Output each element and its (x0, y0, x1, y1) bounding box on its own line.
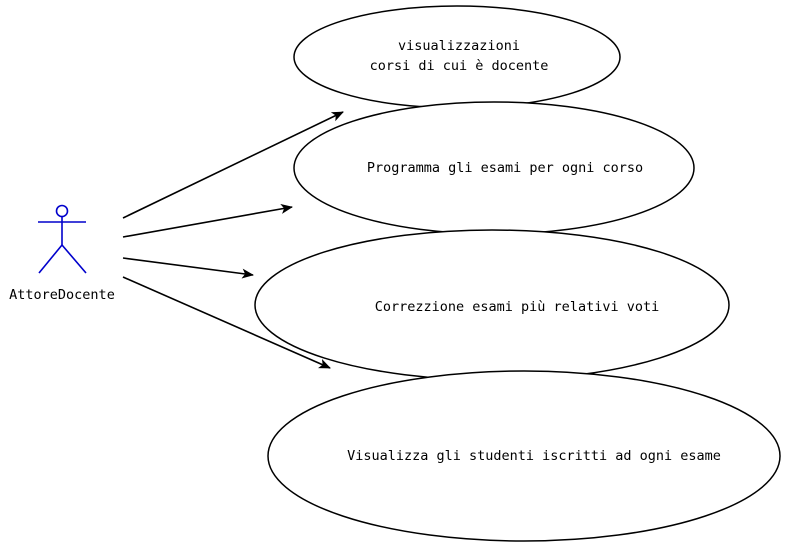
use-case-visualizza-studenti[interactable]: Visualizza gli studenti iscritti ad ogni… (267, 370, 781, 542)
actor-right-leg (61, 244, 87, 274)
association-arrow (122, 203, 293, 238)
use-case-label: Visualizza gli studenti iscritti ad ogni… (347, 448, 721, 464)
use-case-label: corsi di cui è docente (370, 58, 549, 74)
use-case-label: Programma gli esami per ogni corso (367, 160, 643, 176)
use-case-programma-esami[interactable]: Programma gli esami per ogni corso (293, 101, 695, 235)
use-case-label: visualizzazioni (398, 38, 520, 54)
association-arrow (122, 111, 344, 219)
use-case-ellipse (293, 5, 621, 109)
actor-figure[interactable] (38, 204, 87, 274)
use-case-correzzione-esami[interactable]: Correzzione esami più relativi voti (254, 229, 730, 381)
use-case-label: Correzzione esami più relativi voti (375, 299, 659, 315)
actor-name: AttoreDocente (9, 287, 115, 303)
association-arrow (122, 276, 331, 369)
actor-head-icon (55, 204, 69, 218)
use-case-ellipse (267, 370, 781, 542)
use-case-visualizzazioni-corsi[interactable]: visualizzazioni corsi di cui è docente (293, 5, 621, 109)
actor-left-leg (38, 244, 63, 274)
association-arrow (122, 257, 254, 279)
